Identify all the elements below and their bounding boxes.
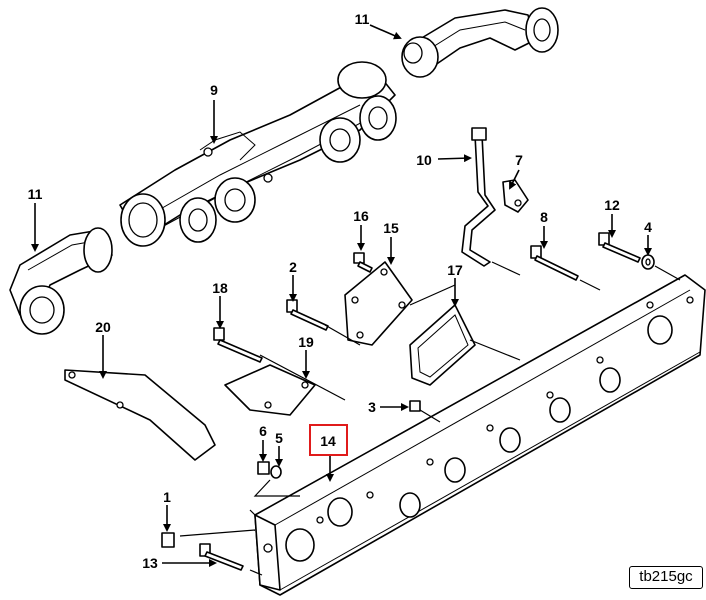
bolt-8 xyxy=(530,245,579,281)
callout-arrows xyxy=(31,24,652,567)
callout-19: 19 xyxy=(298,334,314,350)
callout-5: 5 xyxy=(275,430,283,446)
callout-labels: 11 9 10 7 11 16 15 8 12 4 2 17 18 20 19 … xyxy=(28,11,653,571)
bolt-13 xyxy=(199,543,244,571)
callout-11-upper: 11 xyxy=(355,11,370,27)
exhaust-elbow-upper xyxy=(401,7,559,78)
callout-7: 7 xyxy=(515,152,523,168)
mounting-bracket xyxy=(224,364,316,416)
callout-2: 2 xyxy=(289,259,297,275)
washer-5 xyxy=(270,465,282,479)
exhaust-elbow-lower xyxy=(9,227,113,335)
callout-3: 3 xyxy=(368,399,376,415)
callout-14: 14 xyxy=(320,433,336,449)
callout-8: 8 xyxy=(540,209,548,225)
callout-20: 20 xyxy=(95,319,111,335)
plug-1 xyxy=(161,532,175,548)
callout-16: 16 xyxy=(353,208,369,224)
drawing-code-label: tb215gc xyxy=(629,566,703,589)
bolt-12 xyxy=(598,232,641,263)
washer-4 xyxy=(641,254,655,270)
callout-4: 4 xyxy=(644,219,652,235)
plug-6 xyxy=(257,461,270,475)
callout-13: 13 xyxy=(142,555,158,571)
callout-9: 9 xyxy=(210,82,218,98)
callout-18: 18 xyxy=(212,280,228,296)
bolt-2 xyxy=(286,299,329,331)
bolt-18 xyxy=(213,327,263,363)
callout-1: 1 xyxy=(163,489,171,505)
intake-manifold-housing xyxy=(254,274,706,596)
cover-plate xyxy=(344,261,413,346)
plug-3 xyxy=(409,400,421,412)
bolt-16 xyxy=(353,252,373,273)
callout-12: 12 xyxy=(604,197,620,213)
tube-clip xyxy=(502,179,529,213)
exhaust-manifold xyxy=(119,61,397,247)
reference-lines xyxy=(179,261,681,576)
callout-10: 10 xyxy=(416,152,432,168)
highlight-box xyxy=(309,424,348,456)
callout-6: 6 xyxy=(259,423,267,439)
callout-17: 17 xyxy=(447,262,463,278)
cover-gasket xyxy=(409,304,476,386)
callout-11-lower: 11 xyxy=(28,186,43,202)
callout-15: 15 xyxy=(383,220,399,236)
exhaust-tube xyxy=(461,127,496,267)
heat-shield xyxy=(64,369,216,461)
